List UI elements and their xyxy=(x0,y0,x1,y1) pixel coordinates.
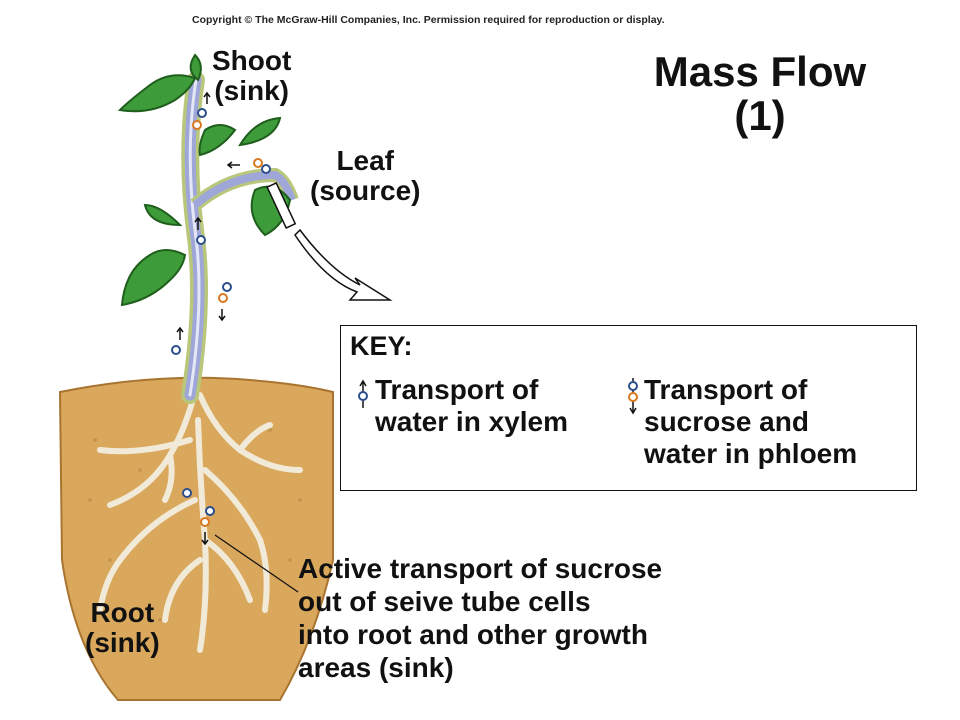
shoot-label-line1: Shoot xyxy=(212,45,292,76)
shoot-label-line2: (sink) xyxy=(214,75,289,106)
shoot-label: Shoot (sink) xyxy=(212,46,291,106)
sucrose-markers xyxy=(192,120,263,527)
xylem-symbol-icon xyxy=(358,379,368,408)
leaf-label: Leaf (source) xyxy=(310,146,420,206)
root-label-line1: Root xyxy=(90,597,155,628)
phloem-symbol-icon xyxy=(628,378,638,415)
caption-line3: into root and other growth xyxy=(298,619,648,650)
key-phloem-line2: sucrose and xyxy=(644,406,809,437)
key-phloem-text: Transport of sucrose and water in phloem xyxy=(644,374,857,470)
key-legend: KEY: Transport of water in xylem Transpo… xyxy=(340,325,917,491)
active-transport-caption: Active transport of sucrose out of seive… xyxy=(298,552,662,684)
diagram-title: Mass Flow (1) xyxy=(600,50,920,138)
leaf-label-line1: Leaf xyxy=(336,145,395,176)
caption-line4: areas (sink) xyxy=(298,652,454,683)
key-xylem-line2: water in xylem xyxy=(375,406,568,437)
leaf-label-line2: (source) xyxy=(310,175,421,206)
root-label-line2: (sink) xyxy=(85,627,160,658)
key-phloem-line3: water in phloem xyxy=(644,438,858,469)
key-title: KEY: xyxy=(350,331,413,361)
caption-line1: Active transport of sucrose xyxy=(298,553,663,584)
key-phloem-line1: Transport of xyxy=(644,374,808,405)
title-line1: Mass Flow xyxy=(653,48,867,95)
title-line2: (1) xyxy=(734,92,786,139)
xylem-markers xyxy=(171,108,271,498)
copyright-notice: Copyright © The McGraw-Hill Companies, I… xyxy=(192,14,665,26)
caption-line2: out of seive tube cells xyxy=(298,586,591,617)
key-xylem-line1: Transport of xyxy=(375,374,539,405)
key-xylem-text: Transport of water in xylem xyxy=(375,374,568,438)
root-label: Root (sink) xyxy=(85,598,160,658)
